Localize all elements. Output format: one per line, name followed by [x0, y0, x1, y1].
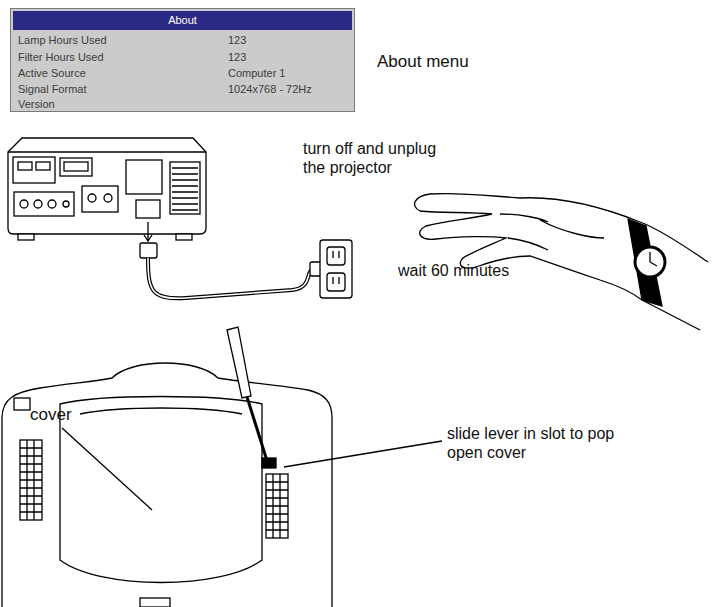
- screwdriver-shaft: [247, 397, 268, 464]
- menu-item-value: 123: [228, 33, 348, 47]
- projector-body: [2, 363, 332, 607]
- jack: [63, 201, 69, 207]
- wall-outlet: [320, 240, 352, 298]
- callout-label: slide lever in slot to pop open cover: [447, 424, 619, 462]
- projector-body: [8, 138, 206, 234]
- port-panel: [126, 160, 162, 194]
- menu-item-label: Version: [18, 97, 218, 111]
- instruction-text: turn off and unplug the projector: [303, 139, 453, 177]
- port: [36, 162, 50, 170]
- hand: [415, 193, 700, 330]
- socket: [327, 273, 345, 291]
- vent-grid: [266, 474, 288, 538]
- power-cord: [148, 258, 312, 298]
- plug: [140, 243, 157, 258]
- menu-item-label: Filter Hours Used: [18, 50, 218, 64]
- callout-label: cover: [30, 405, 110, 425]
- port-panel: [13, 157, 55, 183]
- leader-line: [284, 441, 442, 467]
- menu-title: About: [13, 11, 352, 30]
- foot: [18, 234, 34, 240]
- clip: [14, 398, 30, 410]
- menu-item-label: Active Source: [18, 66, 218, 80]
- port-panel: [60, 158, 92, 176]
- cover-panel: [60, 397, 262, 583]
- cover-edge: [80, 408, 242, 414]
- port: [64, 162, 88, 171]
- vent: [20, 440, 42, 520]
- caption-label: About menu: [377, 52, 517, 72]
- jack: [20, 200, 28, 208]
- jack: [104, 194, 112, 202]
- socket-slots: [333, 251, 339, 284]
- screwdriver-handle: [227, 327, 251, 398]
- menu-item-value: 1024x768 - 72Hz: [228, 82, 348, 96]
- watch-hands: [650, 252, 657, 266]
- menu-item-value: 123: [228, 50, 348, 64]
- menu-item-value: Computer 1: [228, 66, 348, 80]
- jack: [88, 194, 96, 202]
- menu-item-label: Signal Format: [18, 82, 218, 96]
- port-panel: [82, 186, 118, 212]
- jack: [34, 200, 42, 208]
- socket: [327, 247, 345, 265]
- instruction-text: wait 60 minutes: [398, 261, 558, 280]
- leader-line: [62, 428, 152, 510]
- vent: [170, 162, 200, 214]
- vent: [266, 474, 288, 538]
- port: [18, 162, 32, 170]
- power-cord: [148, 258, 312, 298]
- tab: [140, 598, 170, 607]
- watch-face: [635, 247, 665, 277]
- body-edge: [8, 151, 206, 152]
- jack: [48, 200, 56, 208]
- vent-slats: [172, 168, 198, 210]
- power-inlet: [136, 200, 160, 218]
- plug-arrow: [144, 222, 152, 241]
- menu-item-label: Lamp Hours Used: [18, 33, 218, 47]
- port-panel: [14, 192, 74, 216]
- foot: [176, 234, 192, 240]
- finger-line: [500, 214, 604, 250]
- vent-grid: [20, 440, 42, 520]
